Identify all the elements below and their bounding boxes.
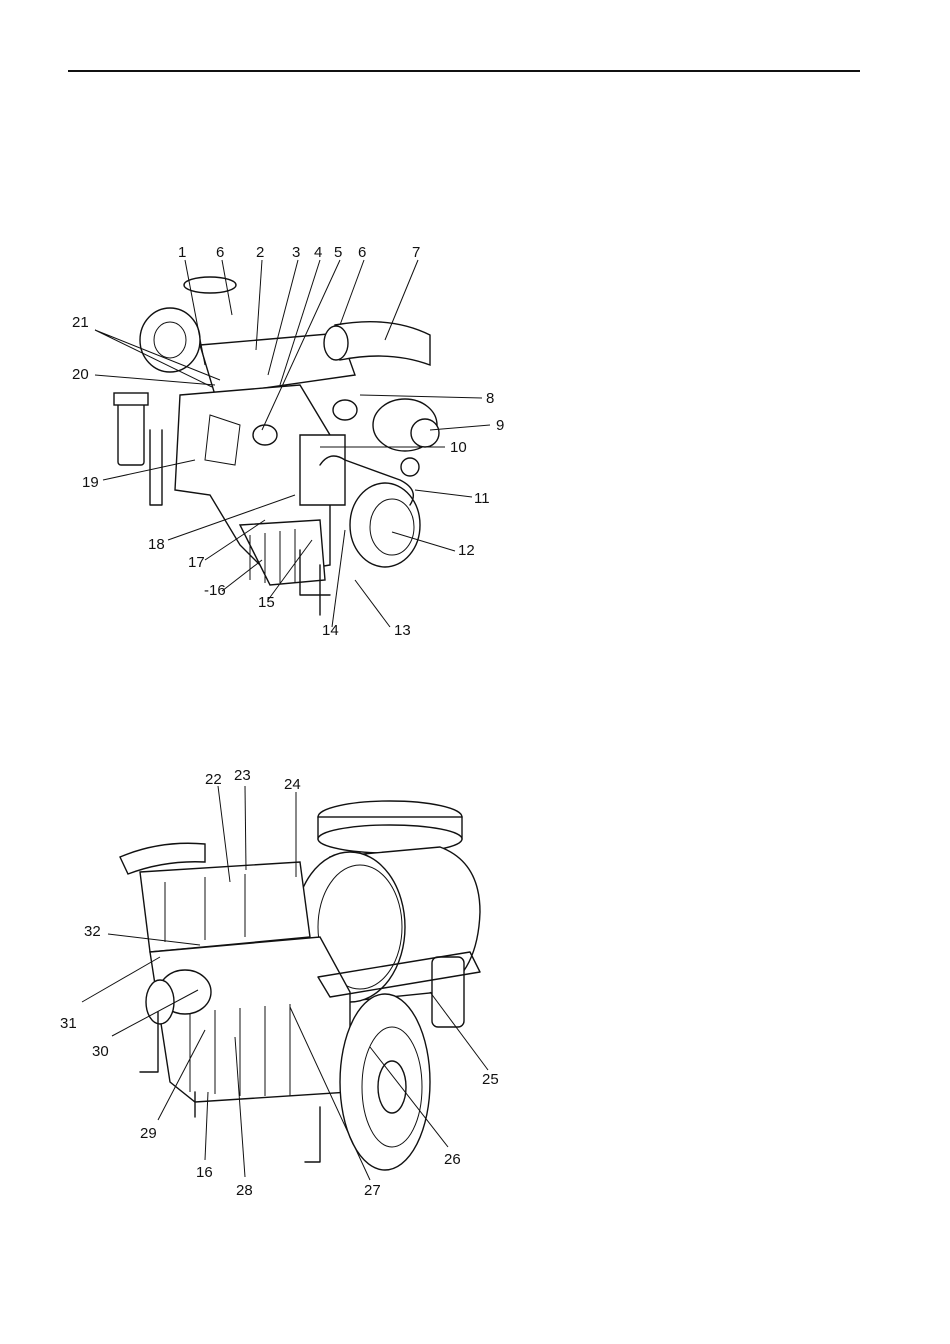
callout-label: 5: [334, 245, 342, 260]
engine-drawing-front: [0, 235, 520, 635]
engine-diagram-front: 1 6 2 3 4 5 6 7 21 20 8 9 10 19 11 18 12…: [0, 235, 520, 635]
callout-label: 2: [256, 245, 264, 260]
callout-label: 6: [216, 245, 224, 260]
callout-label: 13: [394, 623, 411, 638]
callout-label: 8: [486, 391, 494, 406]
callout-label: 30: [92, 1044, 109, 1059]
callout-label: 7: [412, 245, 420, 260]
callout-label: 29: [140, 1126, 157, 1141]
callout-label: 32: [84, 924, 101, 939]
callout-label: 16: [196, 1165, 213, 1180]
callout-label: 14: [322, 623, 339, 638]
callout-label: 9: [496, 418, 504, 433]
callout-label: 25: [482, 1072, 499, 1087]
engine-diagram-rear: 22 23 24 32 31 30 25 29 26 16 28 27: [0, 762, 520, 1212]
callout-label: 15: [258, 595, 275, 610]
callout-label: 23: [234, 768, 251, 783]
callout-label: 19: [82, 475, 99, 490]
callout-label: 20: [72, 367, 89, 382]
callout-label: 10: [450, 440, 467, 455]
callout-label: 22: [205, 772, 222, 787]
callout-label: 11: [474, 491, 490, 506]
callout-label: 26: [444, 1152, 461, 1167]
engine-drawing-rear: [0, 762, 520, 1212]
callout-label: 4: [314, 245, 322, 260]
callout-label: 24: [284, 777, 301, 792]
callout-label: 27: [364, 1183, 381, 1198]
callout-label: 18: [148, 537, 165, 552]
callout-label: 31: [60, 1016, 77, 1031]
header-rule: [68, 70, 860, 72]
callout-label: 28: [236, 1183, 253, 1198]
callout-label: 21: [72, 315, 89, 330]
callout-label: 3: [292, 245, 300, 260]
callout-label: 12: [458, 543, 475, 558]
callout-label: 17: [188, 555, 205, 570]
callout-label: 1: [178, 245, 186, 260]
callout-label: -16: [204, 583, 226, 598]
callout-label: 6: [358, 245, 366, 260]
